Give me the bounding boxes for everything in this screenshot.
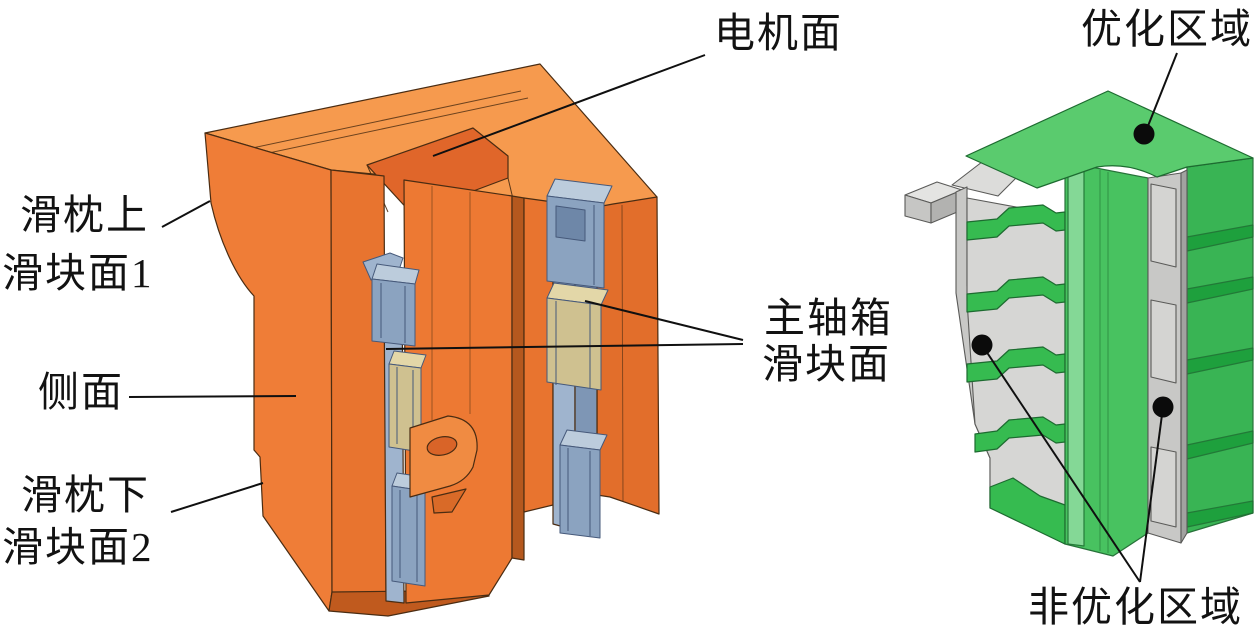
optimized-front-wall (1064, 161, 1149, 557)
non-optimized-dot-left (971, 334, 993, 356)
label-side-face: 侧面 (38, 369, 124, 415)
optimized-front-highlight (1067, 163, 1085, 547)
leader-ram-lower (170, 482, 264, 513)
ram-slot (511, 195, 525, 561)
right-rail-sliders (546, 178, 613, 539)
label-spindle-line1: 主轴箱 (764, 295, 893, 341)
ram-model (204, 63, 660, 617)
column-plate-3 (1150, 446, 1177, 528)
column-plates (1150, 183, 1177, 528)
leader-non-optimized-left (981, 344, 1141, 583)
lug-bracket (409, 415, 478, 498)
leader-optimized (1145, 52, 1178, 132)
optimized-right-wall (1186, 157, 1254, 534)
ram-top-groove2 (230, 97, 529, 162)
optimized-top-face (965, 90, 1254, 189)
left-slider-bottom (391, 485, 426, 587)
ram-second-face (330, 169, 387, 602)
lug-lower-wedge (431, 488, 467, 514)
ram-left-face (204, 132, 333, 612)
label-ram-lower-line2: 滑块面2 (2, 524, 154, 570)
right-slider-bottom (559, 444, 601, 539)
leader-spindle-lower (385, 343, 744, 350)
left-slider-top-detail (380, 283, 406, 343)
leader-ram-upper (161, 200, 211, 228)
front-wall-edges (1099, 170, 1109, 553)
right-slider-bottom-detail (567, 448, 591, 536)
label-ram-lower-line1: 滑枕下 (21, 472, 150, 518)
label-optimized-region: 优化区域 (1081, 6, 1253, 52)
right-slider-tan (546, 297, 602, 391)
non-optimized-dot-right (1152, 396, 1174, 418)
leader-side-face (128, 395, 297, 398)
column-plate-1 (1150, 183, 1177, 268)
column-plate-2 (1150, 299, 1177, 384)
right-slider-top-notch (555, 205, 586, 242)
left-slider-top (371, 278, 416, 347)
label-motor-face: 电机面 (714, 10, 843, 56)
design-domain-model (904, 90, 1254, 557)
right-wall-seam (621, 204, 624, 503)
lug-hole (426, 436, 458, 456)
label-ram-upper-line1: 滑枕上 (20, 192, 149, 238)
leader-lines (128, 52, 1178, 583)
marker-dots (971, 123, 1174, 418)
leader-spindle-upper (584, 300, 744, 341)
left-slider-bottom-detail (399, 490, 418, 582)
leader-non-optimized-right (1139, 406, 1164, 583)
non-optimized-tab (904, 181, 963, 224)
label-spindle-line2: 滑块面 (762, 341, 891, 387)
label-ram-upper-line2: 滑块面1 (2, 250, 154, 296)
optimized-dot (1133, 123, 1155, 145)
ram-top-groove (223, 90, 522, 155)
label-non-optimized-region: 非优化区域 (1028, 584, 1243, 630)
ram-right-wall (596, 196, 660, 515)
right-wall-shelf-edges (1186, 224, 1254, 528)
leader-motor-face (432, 54, 706, 157)
non-optimized-column-side (1180, 169, 1188, 544)
